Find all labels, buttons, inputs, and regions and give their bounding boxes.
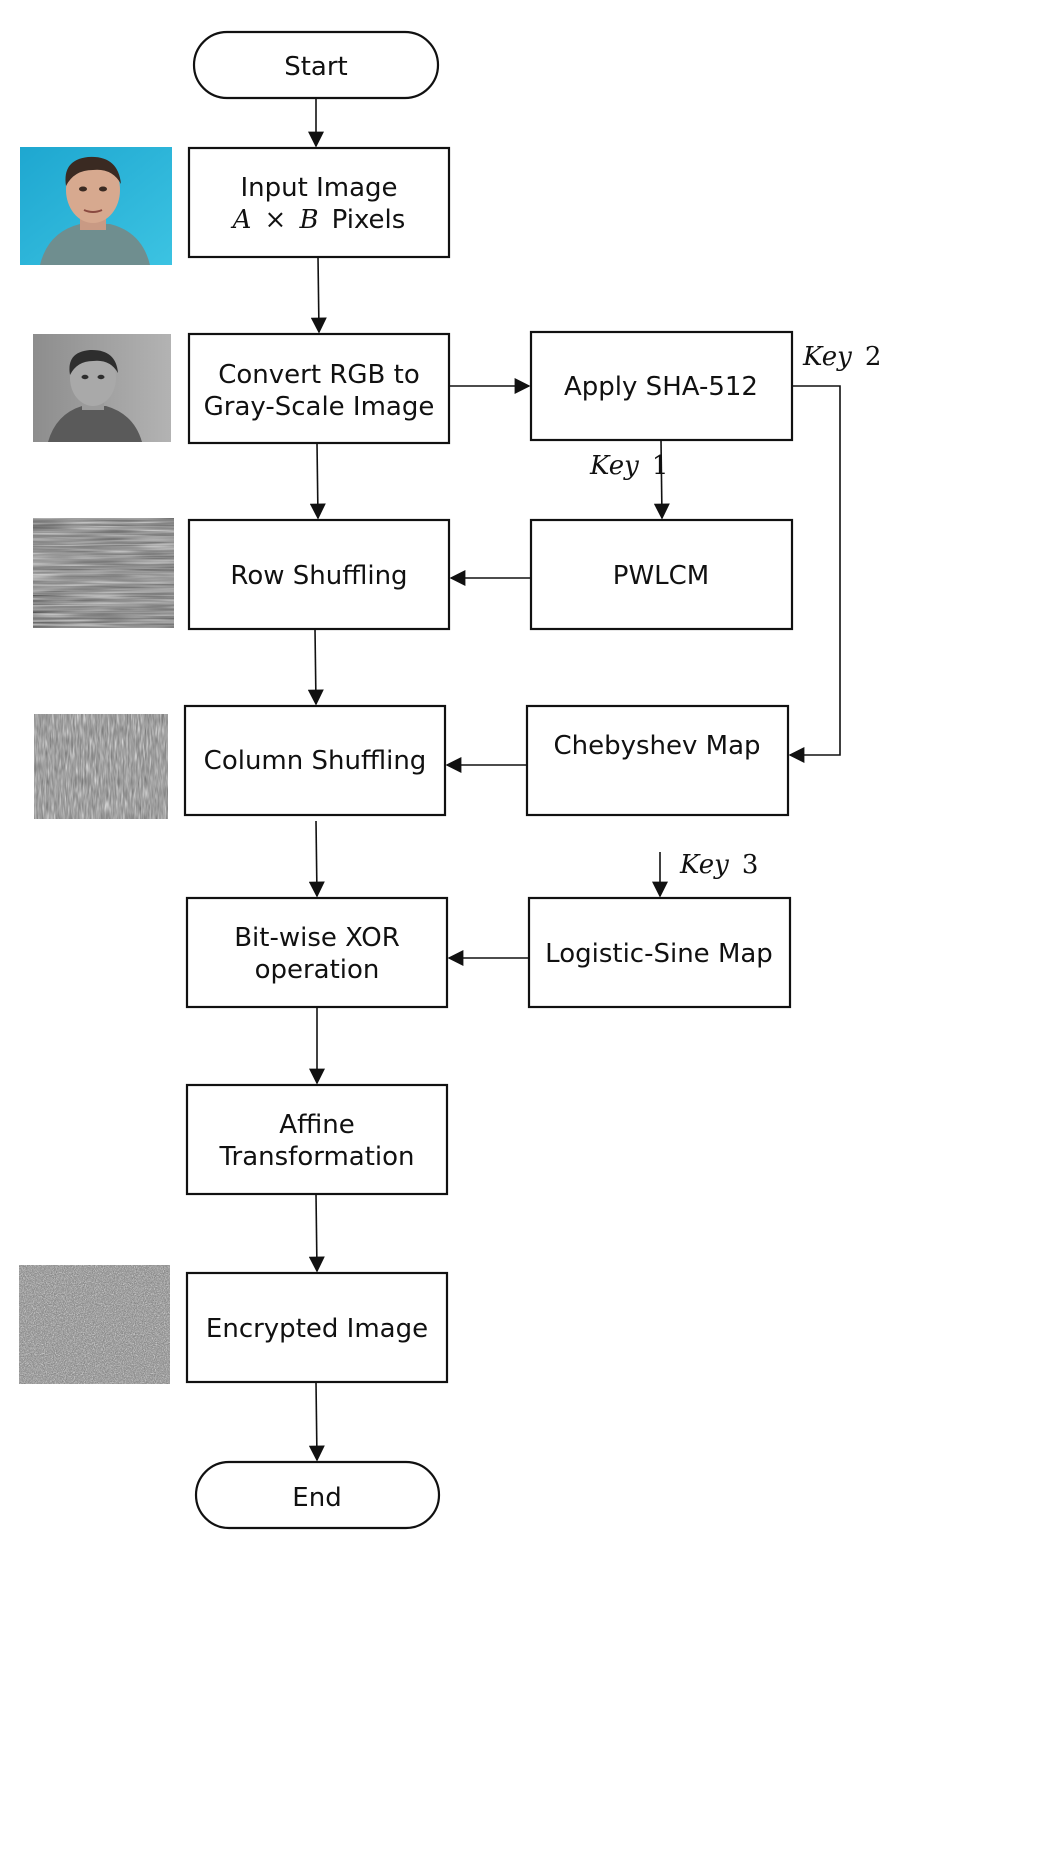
key1-label: Key 1	[589, 451, 668, 481]
arrow-sha-to-pwlcm	[653, 439, 670, 520]
key3-label: Key 3	[679, 850, 758, 880]
row-shuffled-image	[33, 518, 174, 628]
end-label: End	[292, 1483, 341, 1513]
encrypted-noise-image	[19, 1265, 170, 1384]
column-shuffling-box: Column Shuffling	[183, 704, 447, 817]
encrypted-image-label: Encrypted Image	[206, 1314, 428, 1344]
arrow-convert-to-row	[309, 442, 326, 520]
xor-label-line2: operation	[255, 955, 380, 985]
affine-label-line2: Transformation	[218, 1142, 414, 1172]
affine-label-line1: Affine	[279, 1110, 354, 1140]
input-image-dimensions: A × B Pixels	[231, 205, 406, 235]
input-image-label: Input Image	[240, 173, 397, 203]
logistic-sine-label: Logistic-Sine Map	[545, 939, 773, 969]
arrow-column-to-xor	[308, 820, 325, 898]
sha512-label: Apply SHA-512	[564, 372, 758, 402]
arrow-sha-to-chebyshev	[788, 385, 841, 763]
column-shuffled-image	[34, 714, 168, 819]
color-face-photo	[20, 147, 172, 265]
column-shuffling-label: Column Shuffling	[204, 746, 427, 776]
grayscale-face-photo	[33, 334, 171, 442]
logistic-sine-map-box: Logistic-Sine Map	[527, 896, 792, 1009]
encrypted-image-box: Encrypted Image	[185, 1271, 449, 1384]
arrow-row-to-column	[307, 628, 324, 706]
row-shuffling-label: Row Shuffling	[230, 561, 407, 591]
arrow-encrypted-to-end	[308, 1381, 325, 1462]
affine-transformation-box: Affine Transformation	[185, 1083, 449, 1196]
chebyshev-label: Chebyshev Map	[553, 731, 760, 761]
xor-operation-box: Bit-wise XOR operation	[185, 896, 449, 1009]
convert-grayscale-box: Convert RGB to Gray-Scale Image	[187, 332, 451, 445]
start-terminal: Start	[192, 30, 440, 100]
chebyshev-map-box: Chebyshev Map	[525, 704, 790, 817]
start-label: Start	[284, 52, 348, 82]
row-shuffling-box: Row Shuffling	[187, 518, 451, 631]
convert-label-line2: Gray-Scale Image	[204, 392, 435, 422]
pwlcm-label: PWLCM	[613, 561, 709, 591]
key2-label: Key 2	[802, 342, 881, 372]
convert-label-line1: Convert RGB to	[218, 360, 420, 390]
xor-label-line1: Bit-wise XOR	[234, 923, 400, 953]
end-terminal: End	[194, 1460, 441, 1530]
sha512-box: Apply SHA-512	[529, 330, 794, 442]
arrow-input-to-convert	[310, 256, 327, 334]
pwlcm-box: PWLCM	[529, 518, 794, 631]
arrow-affine-to-encrypted	[308, 1193, 325, 1273]
input-image-box: Input Image A × B Pixels	[187, 146, 451, 259]
